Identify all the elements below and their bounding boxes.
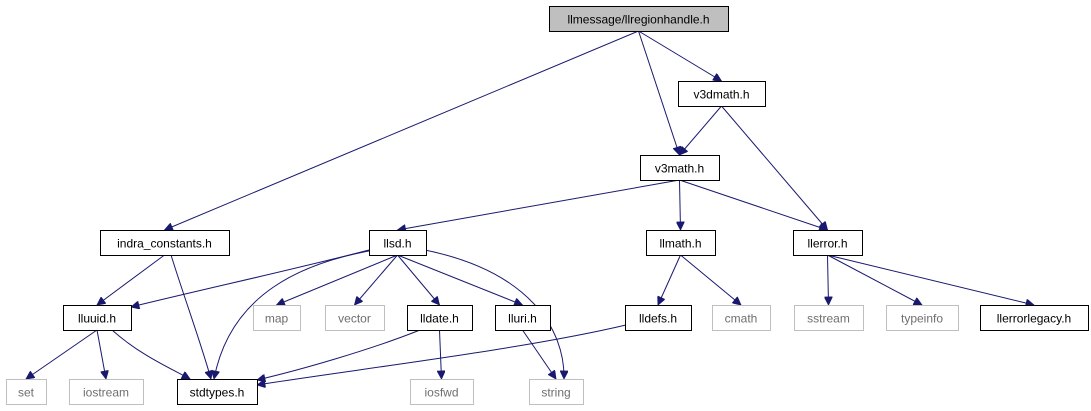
node-label: set bbox=[18, 386, 35, 400]
node-box bbox=[529, 379, 584, 405]
node-label: indra_constants.h bbox=[117, 237, 212, 251]
edge-v3math-to-llsd bbox=[398, 179, 680, 230]
edge-v3math-to-llerror bbox=[679, 179, 828, 230]
edge-v3dmath-to-llerror bbox=[721, 105, 828, 230]
node-box bbox=[410, 379, 474, 405]
node-box bbox=[678, 81, 766, 107]
edge-llmath-to-cmath bbox=[680, 254, 742, 305]
node-box bbox=[640, 155, 720, 181]
node-llerrorlegacy[interactable]: llerrorlegacy.h bbox=[980, 305, 1089, 331]
node-label: v3dmath.h bbox=[693, 88, 749, 102]
node-lldefs[interactable]: lldefs.h bbox=[625, 305, 692, 331]
edge-lluuid-to-set bbox=[26, 329, 98, 379]
node-label: lldefs.h bbox=[639, 312, 677, 326]
edge-llsd-to-vector bbox=[355, 254, 398, 305]
edge-lluri-to-string bbox=[522, 329, 557, 379]
node-llregionhandle[interactable]: llmessage/llregionhandle.h bbox=[549, 6, 729, 32]
node-label: llmath.h bbox=[659, 237, 701, 251]
edge-lldate-to-iosfwd bbox=[440, 329, 442, 379]
node-box bbox=[793, 230, 863, 256]
edge-llsd-to-stdtypes bbox=[214, 248, 381, 379]
node-v3dmath[interactable]: v3dmath.h bbox=[678, 81, 766, 107]
node-label: iosfwd bbox=[424, 386, 458, 400]
edge-llsd-to-map bbox=[277, 254, 398, 305]
edge-llsd-to-lldate bbox=[397, 254, 440, 305]
edge-indra_constants-to-lluuid bbox=[97, 254, 165, 305]
node-box bbox=[177, 379, 258, 405]
edge-lldate-to-stdtypes bbox=[257, 329, 421, 380]
node-cmath: cmath bbox=[712, 305, 771, 331]
node-label: iostream bbox=[83, 386, 129, 400]
edge-llmath-to-lldefs bbox=[658, 254, 681, 305]
node-label: v3math.h bbox=[655, 162, 704, 176]
node-map: map bbox=[253, 305, 301, 331]
edge-indra_constants-to-stdtypes bbox=[170, 254, 211, 379]
node-label: stdtypes.h bbox=[190, 386, 245, 400]
node-box bbox=[549, 6, 729, 32]
node-label: llerror.h bbox=[807, 237, 847, 251]
node-box bbox=[495, 305, 551, 331]
node-vector: vector bbox=[325, 305, 385, 331]
edge-lluuid-to-iostream bbox=[96, 329, 106, 379]
node-label: sstream bbox=[807, 312, 850, 326]
node-label: lluuid.h bbox=[78, 312, 116, 326]
edge-llsd-to-lluuid bbox=[131, 249, 370, 307]
node-box bbox=[625, 305, 692, 331]
edge-llregionhandle-to-v3dmath bbox=[638, 30, 722, 81]
node-box bbox=[886, 305, 959, 331]
node-label: llerrorlegacy.h bbox=[997, 312, 1071, 326]
node-v3math[interactable]: v3math.h bbox=[640, 155, 720, 181]
node-box bbox=[369, 230, 427, 256]
node-box bbox=[712, 305, 771, 331]
edge-llerror-to-sstream bbox=[828, 254, 829, 305]
node-llsd[interactable]: llsd.h bbox=[369, 230, 427, 256]
edge-llerror-to-typeinfo bbox=[827, 254, 923, 306]
node-box bbox=[6, 379, 47, 405]
edge-lldefs-to-stdtypes bbox=[257, 324, 627, 385]
node-indra_constants[interactable]: indra_constants.h bbox=[100, 230, 230, 256]
node-label: cmath bbox=[725, 312, 758, 326]
node-box bbox=[253, 305, 301, 331]
node-llmath[interactable]: llmath.h bbox=[646, 230, 716, 256]
node-label: vector bbox=[338, 312, 371, 326]
node-string: string bbox=[529, 379, 584, 405]
node-box bbox=[69, 379, 144, 405]
node-iostream: iostream bbox=[69, 379, 144, 405]
node-box bbox=[794, 305, 864, 331]
node-box bbox=[100, 230, 230, 256]
node-label: lldate.h bbox=[420, 312, 459, 326]
node-iosfwd: iosfwd bbox=[410, 379, 474, 405]
edge-llsd-to-string bbox=[419, 248, 564, 379]
node-label: llsd.h bbox=[383, 237, 411, 251]
node-box bbox=[407, 305, 473, 331]
node-set: set bbox=[6, 379, 47, 405]
node-box bbox=[646, 230, 716, 256]
node-label: map bbox=[265, 312, 289, 326]
node-lluri[interactable]: lluri.h bbox=[495, 305, 551, 331]
edge-v3math-to-llmath bbox=[680, 179, 681, 230]
node-stdtypes[interactable]: stdtypes.h bbox=[177, 379, 258, 405]
node-lldate[interactable]: lldate.h bbox=[407, 305, 473, 331]
node-label: typeinfo bbox=[901, 312, 943, 326]
node-label: string bbox=[541, 386, 570, 400]
edge-v3dmath-to-v3math bbox=[680, 105, 722, 155]
node-label: llmessage/llregionhandle.h bbox=[567, 13, 709, 27]
edge-llregionhandle-to-indra_constants bbox=[165, 30, 639, 230]
node-box bbox=[980, 305, 1089, 331]
node-box bbox=[325, 305, 385, 331]
node-lluuid[interactable]: lluuid.h bbox=[63, 305, 132, 331]
edge-lluuid-to-stdtypes bbox=[111, 329, 190, 380]
node-typeinfo: typeinfo bbox=[886, 305, 959, 331]
node-label: lluri.h bbox=[508, 312, 537, 326]
edge-llerror-to-llerrorlegacy bbox=[827, 254, 1035, 305]
node-box bbox=[63, 305, 132, 331]
node-sstream: sstream bbox=[794, 305, 864, 331]
node-llerror[interactable]: llerror.h bbox=[793, 230, 863, 256]
edge-llregionhandle-to-v3math bbox=[638, 30, 680, 155]
edge-llsd-to-lluri bbox=[397, 254, 523, 305]
